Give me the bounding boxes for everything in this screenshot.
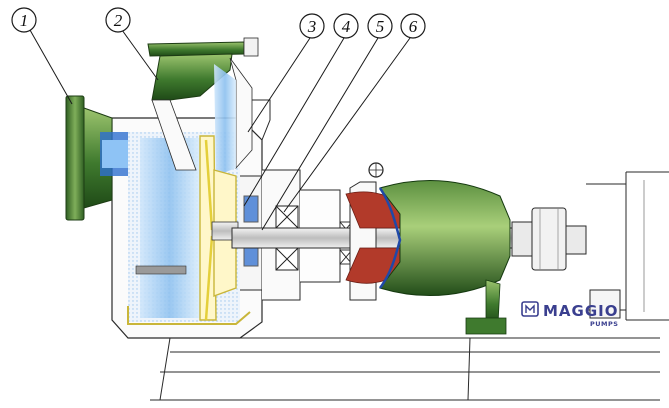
callout-1-label: 1 [20,11,29,30]
logo-mark-icon [521,301,539,317]
impeller [199,135,239,321]
leader-line-3 [247,37,311,133]
shaft-coupling [511,207,587,271]
callout-5: 5 [367,13,393,39]
bearing-front [275,205,299,271]
callout-3: 3 [299,13,325,39]
callout-1: 1 [11,7,37,33]
maggio-logo: MAGGIO PUMPS [521,301,619,328]
callout-4-label: 4 [342,17,351,36]
discharge-nozzle [147,37,259,176]
leader-line-6 [283,37,411,213]
leader-line-2 [121,29,159,81]
logo-name: MAGGIO [543,302,619,320]
callout-3-label: 3 [307,17,317,36]
callout-5-label: 5 [376,17,385,36]
leader-line-1 [29,29,73,105]
logo-tagline: PUMPS [590,320,618,328]
callout-4: 4 [333,13,359,39]
drive-motor [586,171,669,321]
baseplate [128,330,660,401]
callout-6-label: 6 [409,17,418,36]
callout-2-label: 2 [114,11,123,30]
callout-2: 2 [105,7,131,33]
leader-line-4 [243,37,345,207]
leader-line-5 [261,37,379,231]
suction-flange [65,95,128,221]
callout-6: 6 [400,13,426,39]
leader-lines [29,29,411,231]
bearing-bracket [345,162,511,335]
